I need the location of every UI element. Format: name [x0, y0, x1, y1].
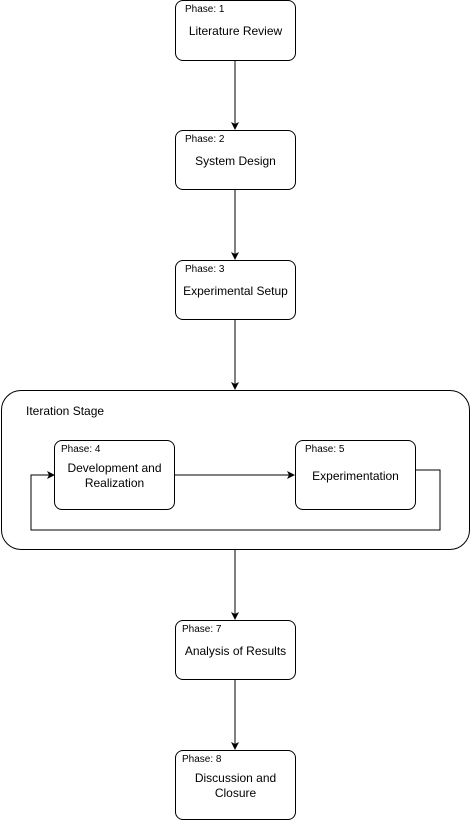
- iteration-stage-title: Iteration Stage: [26, 404, 105, 418]
- phase-8-label: Discussion and Closure: [194, 771, 277, 800]
- phase-1-box: Phase: 1 Literature Review: [175, 0, 296, 61]
- phase-8-number: Phase: 8: [182, 754, 222, 765]
- phase-7-box: Phase: 7 Analysis of Results: [175, 620, 296, 680]
- phase-5-label: Experimentation: [312, 469, 399, 483]
- phase-4-box: Phase: 4 Development and Realization: [54, 440, 175, 510]
- phase-7-label: Analysis of Results: [184, 644, 287, 658]
- phase-1-label: Literature Review: [188, 24, 283, 38]
- phase-2-label: System Design: [195, 154, 276, 168]
- phase-2-number: Phase: 2: [185, 134, 225, 145]
- phase-5-number: Phase: 5: [305, 444, 345, 455]
- phase-4-number: Phase: 4: [61, 444, 101, 455]
- phase-8-box: Phase: 8 Discussion and Closure: [175, 750, 296, 820]
- phase-1-number: Phase: 1: [185, 4, 225, 15]
- phase-7-number: Phase: 7: [182, 624, 222, 635]
- phase-5-box: Phase: 5 Experimentation: [295, 440, 416, 510]
- phase-3-box: Phase: 3 Experimental Setup: [175, 260, 296, 320]
- phase-3-number: Phase: 3: [185, 264, 225, 275]
- phase-2-box: Phase: 2 System Design: [175, 130, 296, 190]
- phase-4-label: Development and Realization: [67, 461, 162, 490]
- phase-3-label: Experimental Setup: [183, 284, 288, 298]
